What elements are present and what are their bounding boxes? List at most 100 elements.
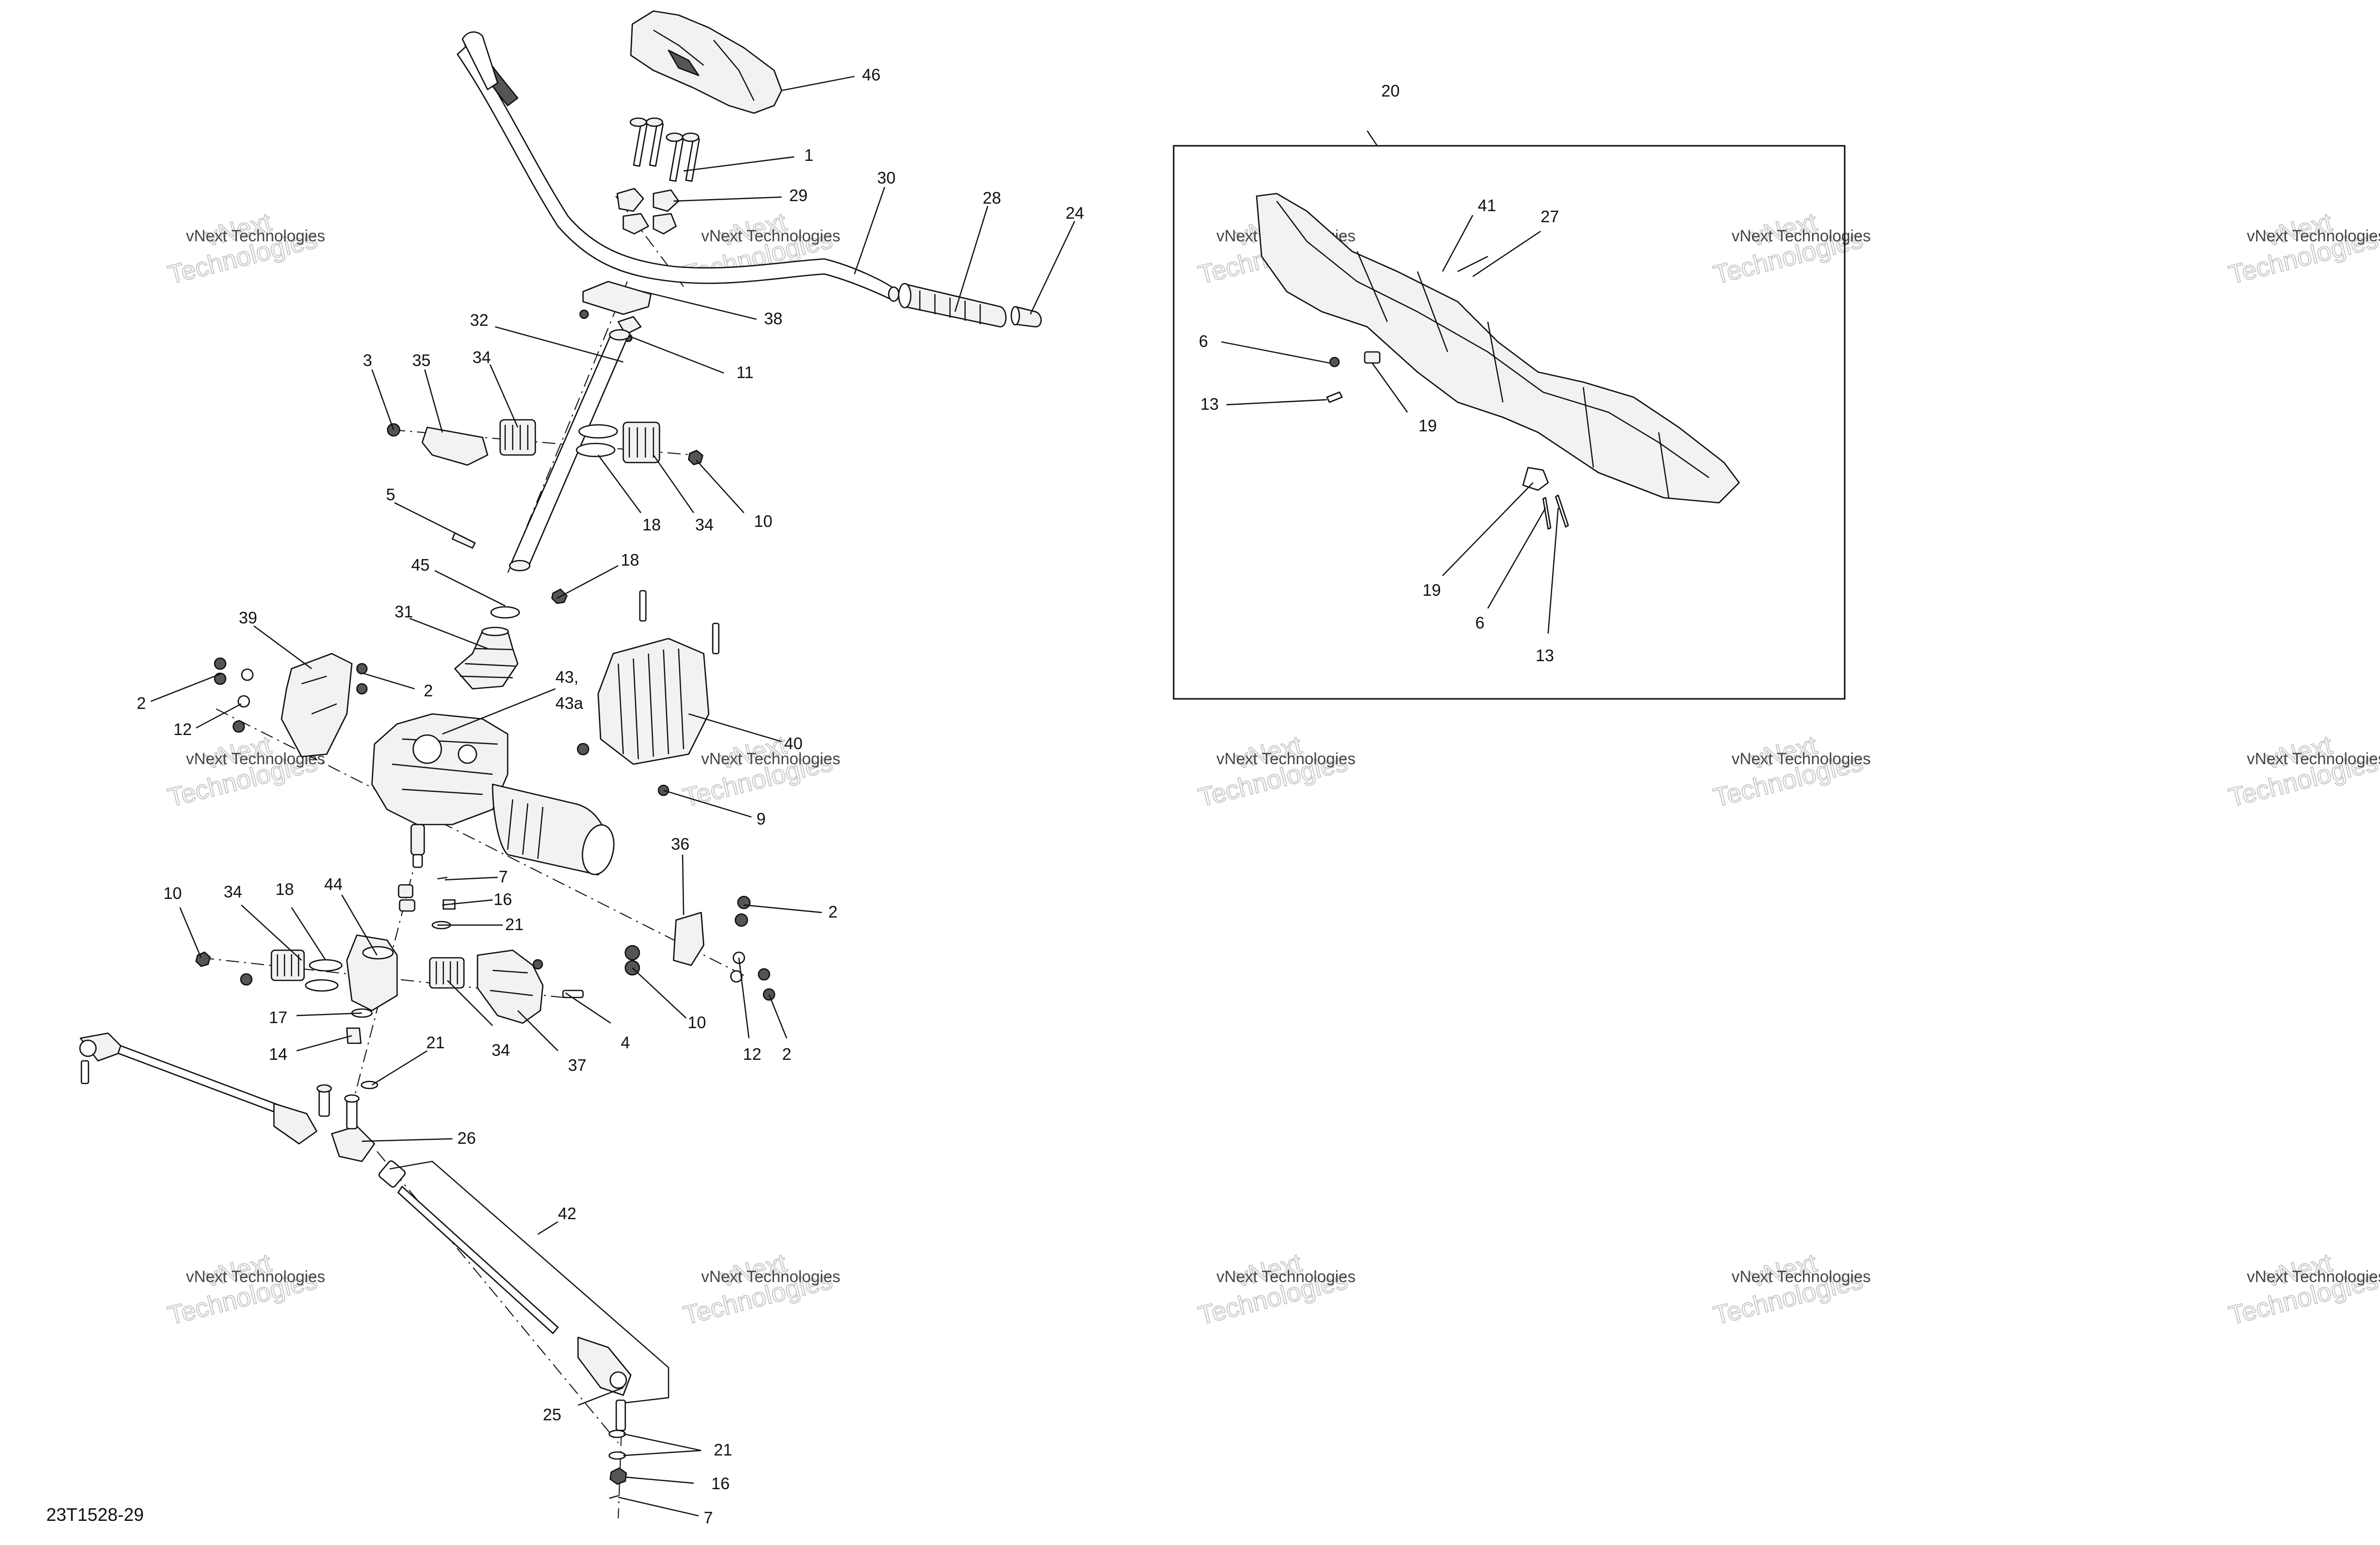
callout-26: 26	[457, 1129, 476, 1147]
handlebar	[456, 31, 900, 302]
callout-34a: 34	[472, 348, 491, 367]
callout-18a: 18	[642, 515, 661, 534]
tie-rod-axis	[376, 1151, 619, 1443]
callout-35: 35	[412, 351, 431, 370]
diagram-id: 23T1528-29	[46, 1504, 144, 1525]
callout-10b: 10	[688, 1013, 706, 1032]
upper-bearing-block-right	[576, 421, 704, 466]
watermark-text: vNext Technologies	[701, 227, 840, 245]
watermark-stamp: Technologies vNext vNext Technologies	[1710, 1248, 1871, 1331]
handlebar-grip	[898, 283, 1007, 328]
callout-34b: 34	[695, 515, 714, 534]
callout-34d: 34	[492, 1041, 510, 1059]
callout-45: 45	[411, 556, 430, 574]
callout-17: 17	[269, 1008, 288, 1027]
callout-14: 14	[269, 1045, 288, 1063]
callout-18b: 18	[621, 551, 639, 569]
callout-27: 27	[1541, 207, 1559, 226]
watermark-text: vNext Technologies	[2247, 227, 2380, 245]
watermark-text: vNext Technologies	[186, 1267, 325, 1286]
watermark-text: vNext Technologies	[2247, 750, 2380, 768]
watermark-text: vNext Technologies	[1732, 227, 1871, 245]
callout-41: 41	[1478, 196, 1496, 215]
callout-9: 9	[756, 809, 766, 828]
callout-46: 46	[862, 65, 881, 84]
tie-rod-frame-lines	[389, 1160, 670, 1404]
upper-bearing-block-left	[387, 419, 536, 466]
callout-37: 37	[568, 1056, 587, 1074]
callout-24: 24	[1066, 204, 1084, 222]
callout-13b: 13	[1536, 646, 1554, 665]
watermark-stamp: Technologies vNext vNext Technologies	[2226, 207, 2380, 291]
callout-34c: 34	[224, 882, 242, 901]
callout-44: 44	[324, 875, 343, 893]
callout-4: 4	[621, 1033, 630, 1052]
callout-1: 1	[804, 146, 813, 164]
callout-39: 39	[239, 608, 257, 627]
callout-19a: 19	[1418, 416, 1437, 435]
callout-18c: 18	[275, 880, 294, 898]
callout-2a: 2	[137, 694, 146, 712]
callout-12a: 12	[173, 720, 192, 739]
steering-column	[509, 329, 631, 572]
watermark-stamp: Technologies vNext vNext Technologies	[165, 207, 325, 291]
callout-42: 42	[558, 1204, 577, 1223]
callout-13a: 13	[1200, 395, 1219, 413]
callout-12b: 12	[743, 1045, 761, 1063]
watermark-text: vNext Technologies	[1216, 750, 1356, 768]
watermark-text: vNext Technologies	[1732, 1267, 1871, 1286]
callout-21a: 21	[505, 915, 524, 934]
tie-rod-inner	[331, 1094, 559, 1334]
column-hardware	[451, 532, 568, 619]
callout-31: 31	[395, 602, 413, 621]
assembly-axes	[201, 196, 744, 1519]
watermark-stamp: Technologies vNext vNext Technologies	[1710, 730, 1871, 813]
tie-rod-end-right	[577, 1336, 632, 1499]
callout-40: 40	[784, 734, 803, 753]
callout-labels: 46 1 29 30 28 24 38 11 32 3 35 34 18 34 …	[137, 65, 1559, 1527]
callout-21b: 21	[426, 1033, 445, 1052]
watermark-stamp: Technologies vNext vNext Technologies	[2226, 730, 2380, 813]
callout-32: 32	[470, 311, 489, 329]
callout-21c: 21	[714, 1440, 732, 1459]
callout-5: 5	[386, 485, 395, 504]
heat-shield	[577, 590, 720, 796]
watermark-stamp: Technologies vNext vNext Technologies	[165, 1248, 325, 1331]
mount-axis	[216, 708, 744, 976]
steering-boot	[454, 626, 519, 690]
callout-11: 11	[736, 363, 753, 382]
handlebar-clamps	[616, 188, 680, 235]
tie-rod-left	[79, 1032, 332, 1145]
callout-28: 28	[983, 189, 1001, 207]
watermark-text: vNext Technologies	[2247, 1267, 2380, 1286]
watermark-stamp: Technologies vNext vNext Technologies	[1710, 207, 1871, 291]
watermark-stamp: Technologies vNext vNext Technologies	[2226, 1248, 2380, 1331]
inset-frame	[1173, 145, 1846, 700]
lower-bearing-blocks	[195, 949, 465, 992]
output-axis	[346, 854, 418, 1127]
watermark-stamp: Technologies vNext vNext Technologies	[1195, 1248, 1356, 1331]
callout-7a: 7	[499, 867, 508, 886]
callout-7b: 7	[704, 1508, 713, 1527]
callout-43: 43,	[555, 668, 579, 686]
inset-handguard	[1256, 193, 1740, 530]
watermark-stamp: Technologies vNext vNext Technologies	[1195, 730, 1356, 813]
watermark-text: vNext Technologies	[701, 1267, 840, 1286]
lower-bracket	[477, 949, 584, 1024]
watermark-stamp: Technologies vNext vNext Technologies	[680, 1248, 840, 1331]
watermark-text: vNext Technologies	[186, 227, 325, 245]
watermark-text: vNext Technologies	[701, 750, 840, 768]
bolts	[629, 117, 700, 182]
callout-38: 38	[764, 309, 783, 328]
handlebar-cover	[630, 10, 783, 114]
callout-20: 20	[1381, 81, 1400, 100]
watermark-text: vNext Technologies	[1216, 1267, 1356, 1286]
callout-3: 3	[363, 351, 372, 370]
callout-25: 25	[543, 1405, 561, 1424]
callout-16a: 16	[494, 890, 512, 908]
callout-2d: 2	[782, 1045, 791, 1063]
callout-2b: 2	[424, 681, 433, 700]
callout-10a: 10	[754, 512, 773, 530]
callout-29: 29	[789, 186, 808, 205]
callout-10c: 10	[163, 884, 182, 902]
